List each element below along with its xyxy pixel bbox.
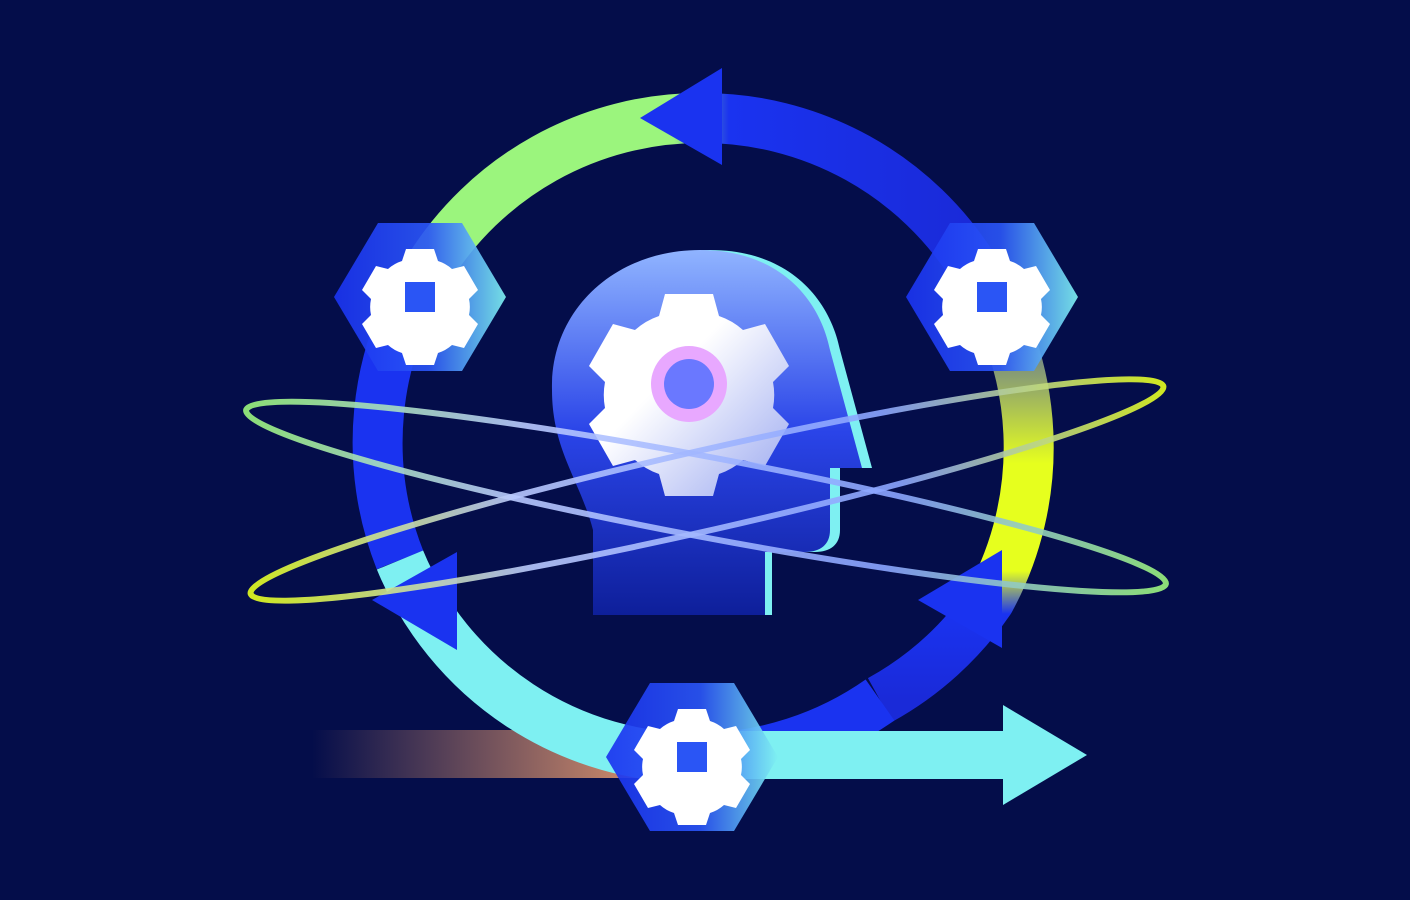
orbit-ring-1 [243, 398, 1169, 596]
arrowhead-left [372, 552, 457, 650]
arrowhead-top [640, 68, 722, 165]
arrowhead-right [918, 550, 1002, 648]
orbit-ring-2 [247, 376, 1167, 604]
